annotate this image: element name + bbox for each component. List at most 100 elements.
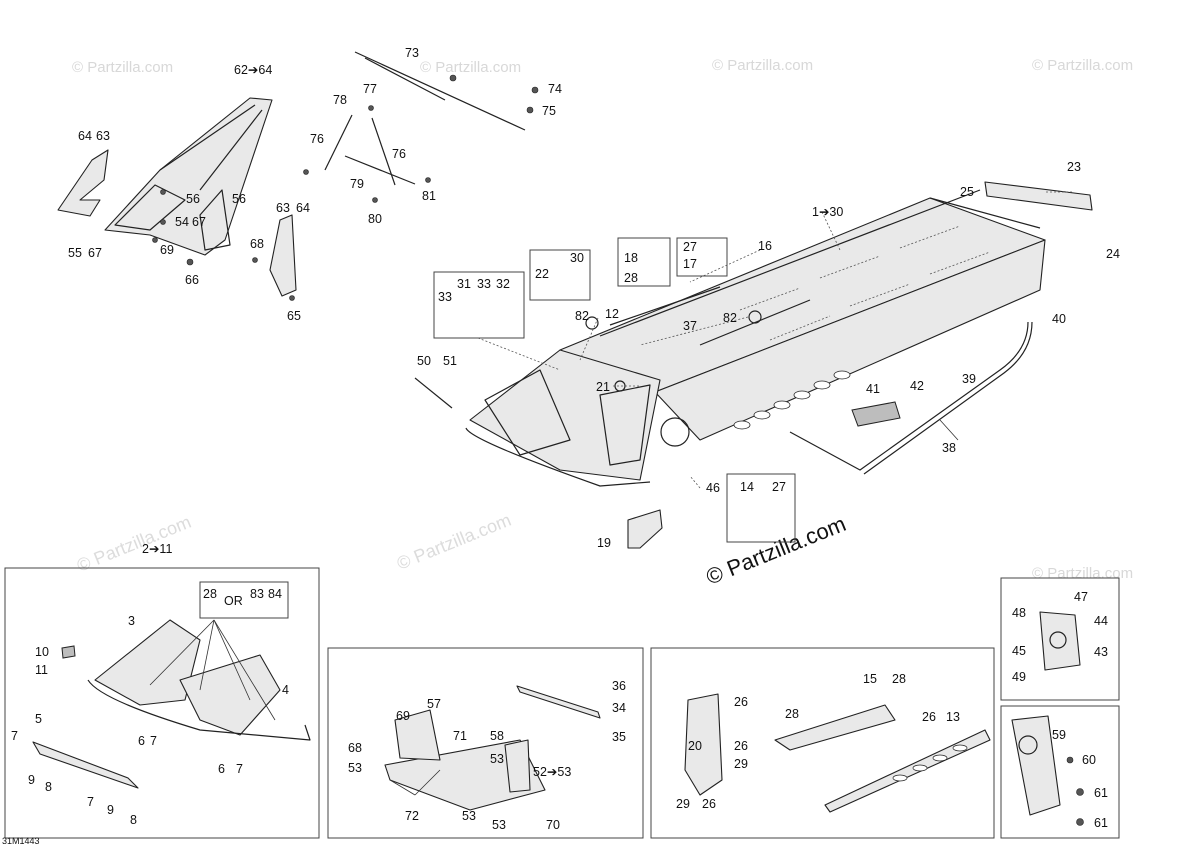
callout-44: 44 <box>1094 614 1108 628</box>
callout-13: 13 <box>946 710 960 724</box>
callout-1-30: 1➔30 <box>812 205 843 219</box>
callout-28: 28 <box>892 672 906 686</box>
callout-82: 82 <box>723 311 737 325</box>
callout-28: 28 <box>785 707 799 721</box>
callouts: 62➔64 64 63 56 56 54 67 69 55 67 63 64 6… <box>2 46 1120 846</box>
callout-9: 9 <box>107 803 114 817</box>
callout-16: 16 <box>758 239 772 253</box>
callout-22: 22 <box>535 267 549 281</box>
callout-30: 30 <box>570 251 584 265</box>
callout-79: 79 <box>350 177 364 191</box>
callout-46: 46 <box>706 481 720 495</box>
callout-73: 73 <box>405 46 419 60</box>
callout-9: 9 <box>28 773 35 787</box>
callout-68: 68 <box>348 741 362 755</box>
callout-67: 67 <box>88 246 102 260</box>
callout-69: 69 <box>160 243 174 257</box>
callout-59: 59 <box>1052 728 1066 742</box>
or-label: OR <box>224 594 243 608</box>
bracket-box-b <box>1000 705 1120 839</box>
callout-27: 27 <box>772 480 786 494</box>
callout-49: 49 <box>1012 670 1026 684</box>
ski-frame-box <box>4 567 320 839</box>
callout-26: 26 <box>734 739 748 753</box>
callout-34: 34 <box>612 701 626 715</box>
callout-18: 18 <box>624 251 638 265</box>
callout-58: 58 <box>490 729 504 743</box>
watermark: © Partzilla.com <box>394 510 514 574</box>
callout-74: 74 <box>548 82 562 96</box>
callout-12: 12 <box>605 307 619 321</box>
callout-77: 77 <box>363 82 377 96</box>
callout-47: 47 <box>1074 590 1088 604</box>
callout-33: 33 <box>477 277 491 291</box>
callout-72: 72 <box>405 809 419 823</box>
callout-62-64: 62➔64 <box>234 63 272 77</box>
callout-15: 15 <box>863 672 877 686</box>
callout-26: 26 <box>922 710 936 724</box>
callout-4: 4 <box>282 683 289 697</box>
callout-84: 84 <box>268 587 282 601</box>
watermark: © Partzilla.com <box>712 57 813 74</box>
callout-32: 32 <box>496 277 510 291</box>
callout-36: 36 <box>612 679 626 693</box>
callout-51: 51 <box>443 354 457 368</box>
watermark: © Partzilla.com <box>1032 57 1133 74</box>
callout-52-53: 52➔53 <box>533 765 571 779</box>
callout-6: 6 <box>138 734 145 748</box>
callout-83: 83 <box>250 587 264 601</box>
heat-exchangers <box>684 693 991 813</box>
callout-76: 76 <box>392 147 406 161</box>
callout-80: 80 <box>368 212 382 226</box>
callout-75: 75 <box>542 104 556 118</box>
callout-2-11: 2➔11 <box>142 542 172 556</box>
callout-53: 53 <box>490 752 504 766</box>
ski-frame <box>32 619 311 789</box>
callout-19: 19 <box>597 536 611 550</box>
callout-7: 7 <box>150 734 157 748</box>
callout-23: 23 <box>1067 160 1081 174</box>
callout-35: 35 <box>612 730 626 744</box>
watermark: © Partzilla.com <box>72 59 173 76</box>
watermark: © Partzilla.com <box>1032 565 1133 582</box>
callout-24: 24 <box>1106 247 1120 261</box>
callout-26: 26 <box>734 695 748 709</box>
callout-25: 25 <box>960 185 974 199</box>
leader-lines <box>149 191 1072 796</box>
chassis-tunnel <box>414 181 1093 549</box>
callout-14: 14 <box>740 480 754 494</box>
callout-45: 45 <box>1012 644 1026 658</box>
detail-box-28-83-84 <box>199 581 289 619</box>
callout-53: 53 <box>462 809 476 823</box>
callout-61: 61 <box>1094 816 1108 830</box>
callout-48: 48 <box>1012 606 1026 620</box>
callout-21: 21 <box>596 380 610 394</box>
detail-box-14-27 <box>726 473 796 543</box>
callout-7: 7 <box>236 762 243 776</box>
callout-33: 33 <box>438 290 452 304</box>
callout-55: 55 <box>68 246 82 260</box>
callout-7: 7 <box>87 795 94 809</box>
callout-57: 57 <box>427 697 441 711</box>
callout-56: 56 <box>186 192 200 206</box>
callout-71: 71 <box>453 729 467 743</box>
callout-78: 78 <box>333 93 347 107</box>
callout-28: 28 <box>624 271 638 285</box>
callout-7: 7 <box>11 729 18 743</box>
callout-81: 81 <box>422 189 436 203</box>
callout-6: 6 <box>218 762 225 776</box>
heat-exchanger-box <box>650 647 995 839</box>
callout-43: 43 <box>1094 645 1108 659</box>
watermark-main: © Partzilla.com <box>703 511 850 590</box>
callout-53: 53 <box>348 761 362 775</box>
callout-60: 60 <box>1082 753 1096 767</box>
detail-box-22-30 <box>529 249 591 301</box>
callout-31: 31 <box>457 277 471 291</box>
tie-rods <box>303 51 539 203</box>
callout-10: 10 <box>35 645 49 659</box>
callout-29: 29 <box>734 757 748 771</box>
callout-63: 63 <box>96 129 110 143</box>
callout-11: 11 <box>35 663 48 677</box>
callout-5: 5 <box>35 712 42 726</box>
diagram-reference: 31M1443 <box>2 836 40 846</box>
